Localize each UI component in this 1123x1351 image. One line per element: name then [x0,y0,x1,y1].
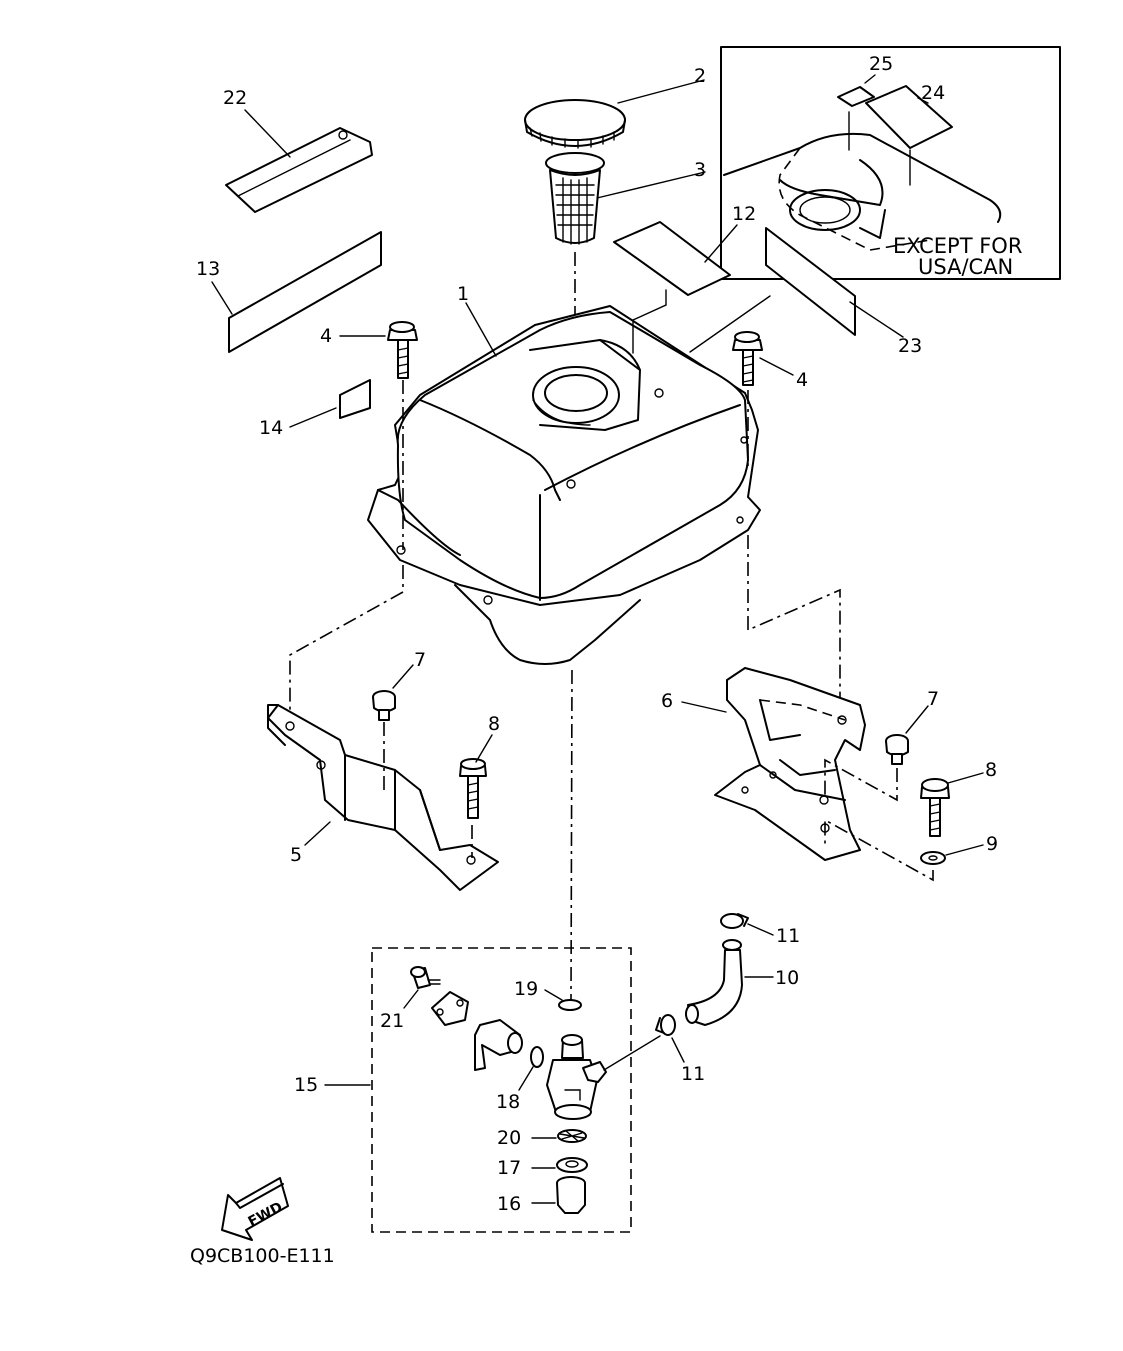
decal-23 [765,227,904,338]
callout-21: 21 [380,1010,404,1032]
callout-9: 9 [986,833,998,855]
bolt-4-left [339,321,418,550]
inset-note-line1: EXCEPT FOR [893,234,1022,258]
callout-14: 14 [259,417,283,439]
screw-21 [403,966,441,1009]
callout-25: 25 [869,53,893,75]
callout-17: 17 [497,1157,521,1179]
callout-8-left: 8 [488,713,500,735]
callout-15: 15 [294,1074,318,1096]
decal-25 [837,86,875,107]
grommet-7-right [824,705,929,802]
clamp-11-bottom [655,1014,685,1063]
callout-4-right: 4 [796,369,808,391]
sediment-cup-16 [531,1176,586,1214]
callout-13: 13 [196,258,220,280]
bolt-4-right [732,331,794,470]
decal-22 [225,109,373,213]
grommet-7-left [372,664,414,795]
fuel-cap [524,79,705,149]
bolt-8-right [920,772,984,837]
callout-12: 12 [732,203,756,225]
callout-16: 16 [497,1193,521,1215]
callout-23: 23 [898,335,922,357]
callout-5: 5 [290,844,302,866]
clamp-11-top [720,913,774,936]
o-ring-18 [518,1046,544,1091]
decal-14 [289,379,371,428]
decal-12 [613,221,738,296]
inset-except-usa-can [720,46,1061,280]
fuel-strainer [545,152,706,245]
fuel-cock-assembly-15 [324,947,632,1233]
callout-19: 19 [514,978,538,1000]
decal-13 [211,231,382,353]
fuel-cock-lever [474,1019,523,1071]
callout-8-right: 8 [985,759,997,781]
decal-24 [865,85,953,149]
washer-9 [824,818,984,882]
inset-note-line2: USA/CAN [918,255,1013,279]
callout-20: 20 [497,1127,521,1149]
bolt-8-left [459,734,493,819]
callout-1: 1 [457,283,469,305]
callout-2: 2 [694,65,706,87]
callout-11-bottom: 11 [681,1063,705,1085]
diagram-code: Q9CB100-E111 [190,1245,335,1267]
callout-7-right: 7 [927,688,939,710]
strainer-20 [531,1129,587,1143]
fwd-arrow-icon: FWD [221,1177,289,1241]
callout-18: 18 [496,1091,520,1113]
bracket-6 [681,667,866,861]
callout-10: 10 [775,967,799,989]
callout-4-left: 4 [320,325,332,347]
gasket-17 [531,1157,588,1173]
fuel-cock-body [546,1034,661,1120]
callout-7-left: 7 [414,649,426,671]
callout-3: 3 [694,159,706,181]
hose-10 [685,939,774,1026]
callout-24: 24 [921,82,945,104]
lever-plate [431,991,469,1026]
bracket-5 [267,704,499,891]
o-ring-19 [544,989,582,1011]
callout-22: 22 [223,87,247,109]
callout-6: 6 [661,690,673,712]
callout-11-top: 11 [776,925,800,947]
fuel-tank [367,302,761,665]
